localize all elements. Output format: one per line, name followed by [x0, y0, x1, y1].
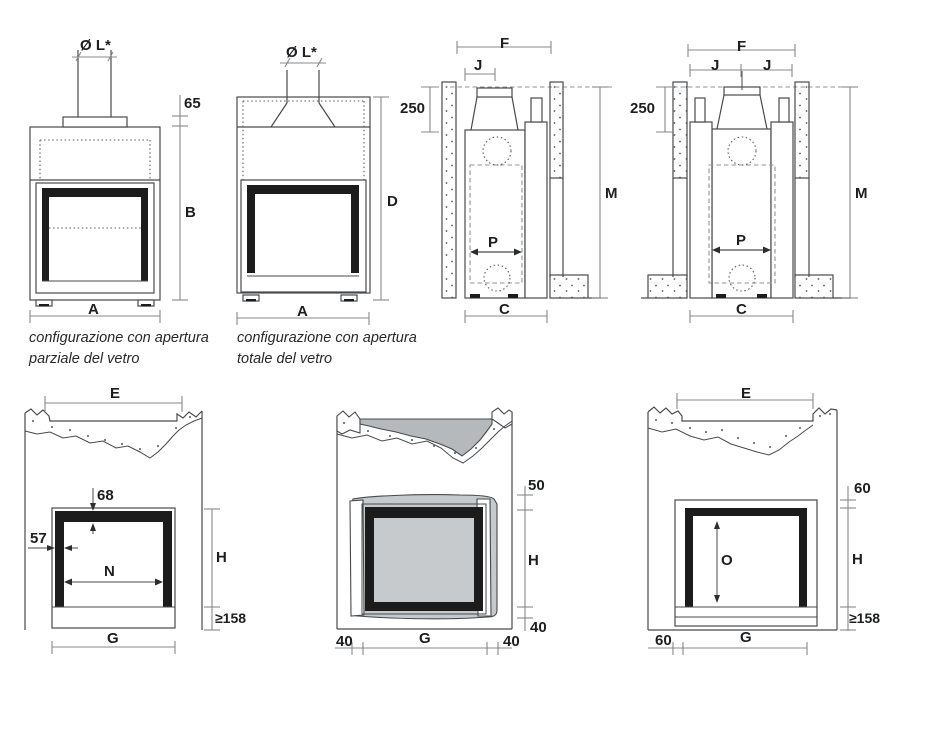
floor-block: [647, 274, 688, 299]
rear-duct: [524, 121, 548, 299]
wall-section: [794, 81, 810, 179]
torn-wall-top: [647, 406, 838, 422]
dim-label-j: J: [474, 57, 483, 74]
floor-block: [794, 274, 834, 299]
side-pipe: [694, 97, 706, 123]
caption-partial-line2: parziale del vetro: [29, 351, 140, 367]
section-view-single-drawing: [421, 41, 615, 323]
stove-body: [29, 126, 161, 301]
fan-circle: [728, 264, 756, 292]
wall-recess-left-drawing: [24, 396, 220, 654]
dim-label-f: F: [737, 38, 747, 55]
dim-label-flue-diameter: Ø L*: [286, 44, 317, 61]
dim-label-g: G: [107, 630, 119, 647]
dim-label-g: G: [740, 629, 752, 646]
flue-collar: [476, 87, 513, 98]
dim-label-a: A: [88, 301, 99, 318]
dim-label-n: N: [104, 563, 115, 580]
dim-label-c: C: [499, 301, 510, 318]
dim-label-68: 68: [97, 487, 114, 504]
dim-label-40: 40: [336, 633, 353, 650]
section-view-double-drawing: [641, 44, 858, 323]
torn-plaster-line: [336, 420, 513, 464]
side-pipe: [778, 97, 790, 123]
dim-label-h: H: [216, 549, 227, 566]
dim-label-40: 40: [503, 633, 520, 650]
dim-label-p: P: [488, 234, 499, 251]
fan-circle: [482, 136, 512, 166]
dim-label-50: 50: [528, 477, 545, 494]
dim-label-c: C: [736, 301, 747, 318]
wall-recess-right-drawing: [647, 393, 856, 655]
surround-panel: [674, 499, 818, 627]
wall-section: [672, 81, 688, 179]
dim-label-m: M: [605, 185, 618, 202]
wall-section: [549, 81, 564, 179]
dim-label-a: A: [297, 303, 308, 320]
wall-section: [441, 81, 457, 299]
dim-label-m: M: [855, 185, 868, 202]
dim-label-p: P: [736, 232, 747, 249]
rear-pipe: [530, 97, 543, 123]
dim-label-min158: ≥158: [215, 610, 247, 626]
stove-body: [236, 96, 371, 294]
dim-label-b: B: [185, 204, 196, 221]
stove-body-section: [464, 129, 526, 299]
dim-label-g: G: [419, 630, 431, 647]
funnel: [270, 102, 288, 128]
recess-opening: [51, 507, 176, 629]
side-duct: [770, 121, 794, 299]
dim-label-min158: ≥158: [849, 610, 881, 626]
counter-frame-strip: [349, 499, 365, 617]
torn-plaster-line: [647, 424, 814, 456]
fan-circle: [483, 264, 511, 292]
caption-total-line1: configurazione con apertura: [237, 330, 417, 346]
torn-wall-corner: [491, 407, 513, 429]
dim-label-e: E: [741, 385, 752, 402]
dim-label-60: 60: [655, 632, 672, 649]
caption-partial-line1: configurazione con apertura: [29, 330, 209, 346]
gray-lintel: [359, 418, 493, 457]
dim-label-60: 60: [854, 480, 871, 497]
torn-plaster-line: [24, 417, 203, 459]
firebox-black-frame: [247, 185, 359, 273]
dim-label-j: J: [763, 57, 772, 74]
stove-body-section: [711, 128, 772, 299]
dim-label-e: E: [110, 385, 121, 402]
dim-label-h: H: [852, 551, 863, 568]
opening-black-frame: [365, 507, 483, 611]
dim-label-o: O: [721, 552, 733, 569]
floor-block: [549, 274, 589, 299]
fan-circle: [727, 136, 757, 166]
dim-label-j: J: [711, 57, 720, 74]
wall-recess-middle-drawing: [335, 407, 533, 655]
firebox-outer: [240, 179, 367, 293]
dim-label-f: F: [500, 35, 510, 52]
dim-label-250: 250: [400, 100, 426, 117]
opening-black-frame: [55, 511, 172, 607]
front-view-partial-drawing: [29, 50, 188, 323]
flue-collar: [62, 116, 128, 128]
dim-label-250: 250: [630, 100, 656, 117]
dim-label-57: 57: [30, 530, 47, 547]
torn-wall-top: [24, 408, 203, 422]
dim-label-h: H: [528, 552, 539, 569]
dim-label-40: 40: [530, 619, 547, 636]
torn-wall-corner: [336, 410, 361, 435]
firebox-outer: [35, 182, 155, 294]
caption-total-line2: totale del vetro: [237, 351, 333, 367]
dim-label-d: D: [387, 193, 398, 210]
dim-label-65: 65: [184, 95, 201, 112]
dim-label-flue-diameter: Ø L*: [80, 37, 111, 54]
front-view-total-drawing: [236, 57, 389, 325]
